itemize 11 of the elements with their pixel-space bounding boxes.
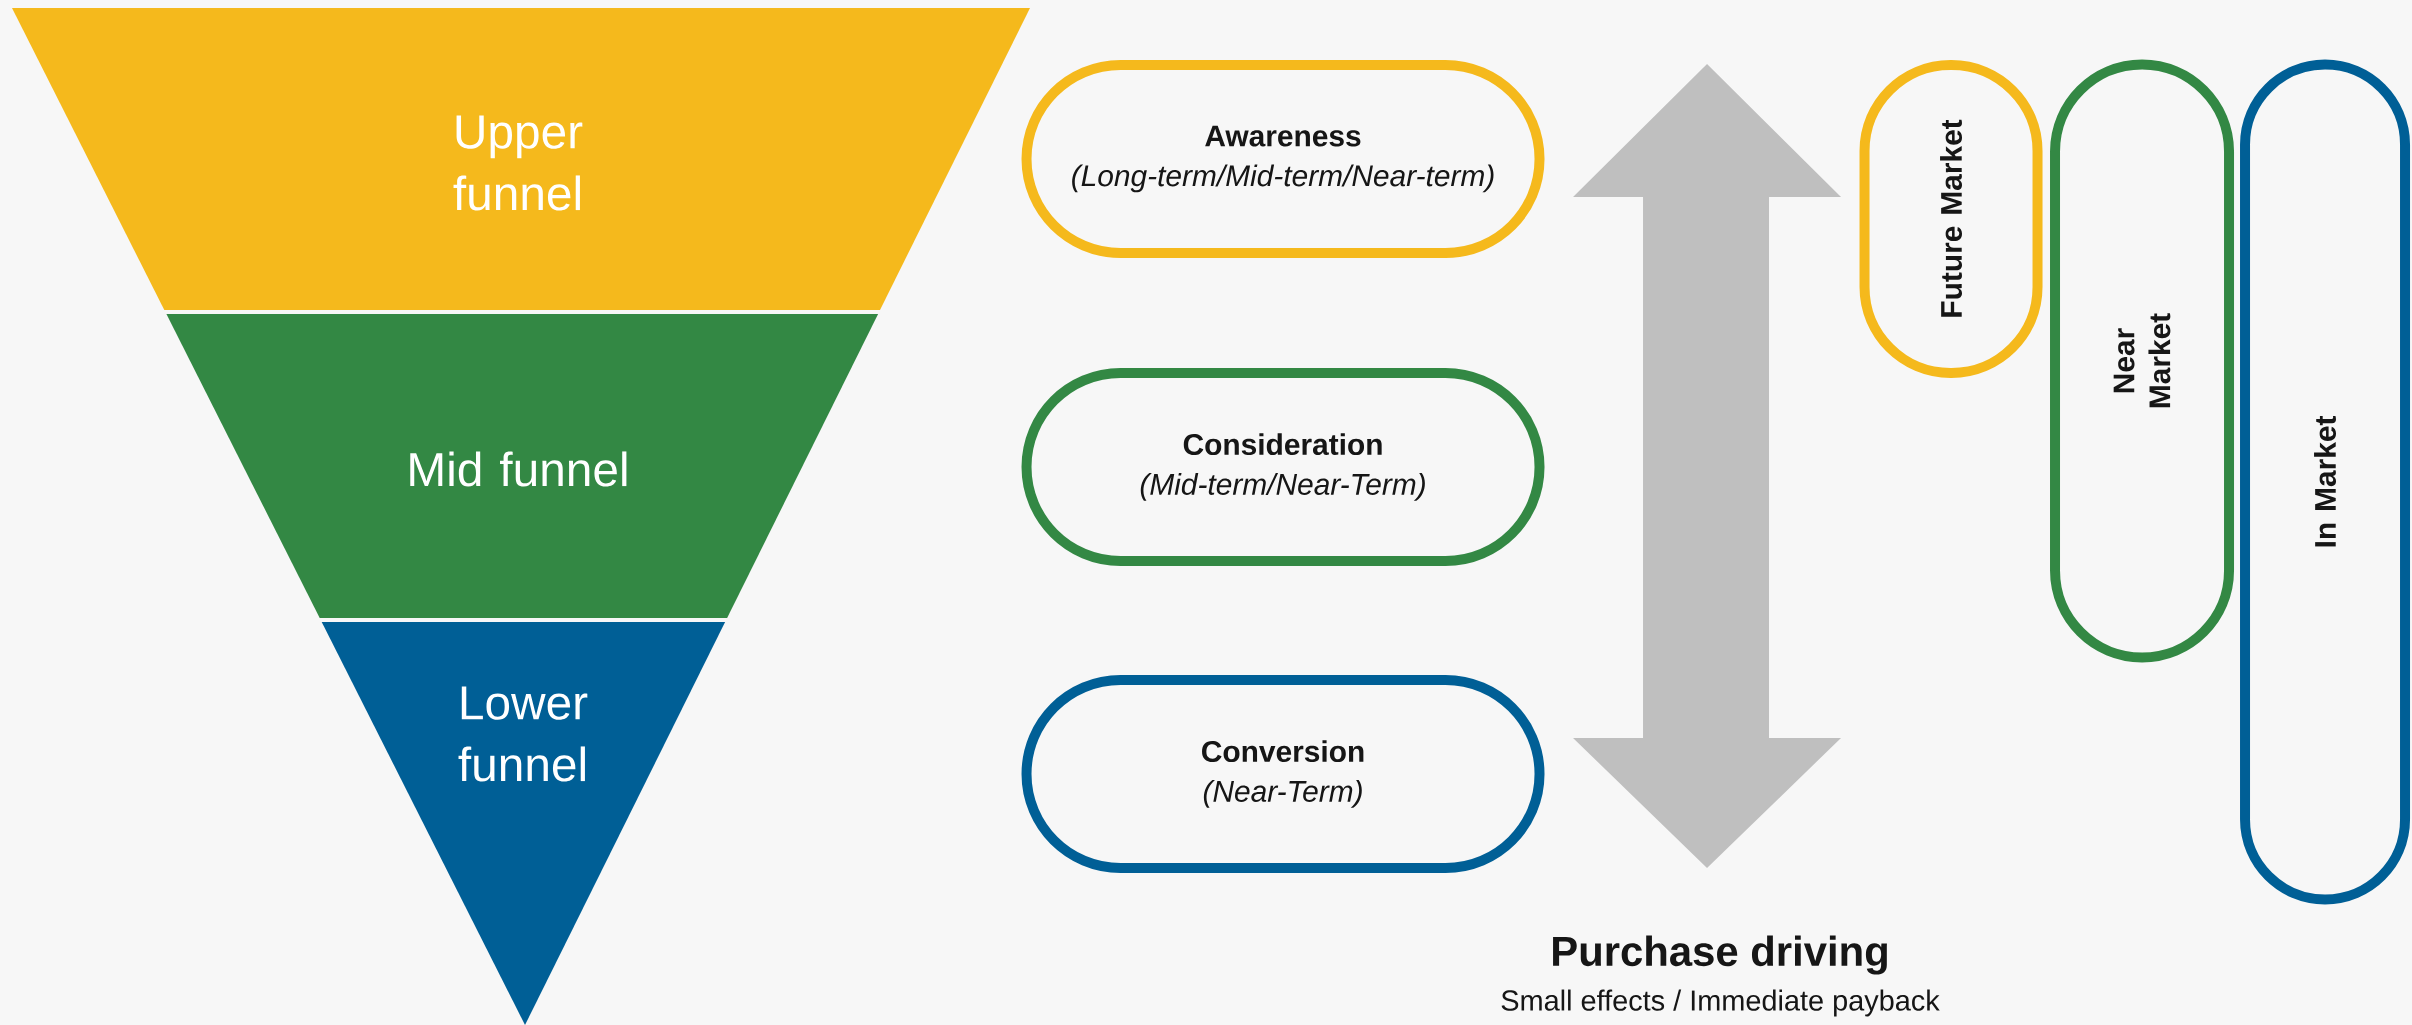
funnel-band: Lower funnel xyxy=(321,622,726,1025)
heading: Purchase driving xyxy=(1553,935,1887,975)
subheading: Small effects / Immediate payback xyxy=(1501,989,1940,1017)
stage-pill: Conversion (Near-Term) xyxy=(1021,675,1545,873)
stage-pill: Consideration (Mid-term/Near-Term) xyxy=(1021,368,1545,566)
market-pill: Near Market xyxy=(2050,59,2235,663)
funnel-band: Mid funnel xyxy=(166,314,879,618)
market-pill: In Market xyxy=(2240,59,2411,905)
stage-pill: Awareness (Long-term/Mid-term/Near-term) xyxy=(1021,60,1545,258)
funnel-band: Upper funnel xyxy=(12,8,1030,310)
market-pill: Future Market xyxy=(1859,60,2043,378)
